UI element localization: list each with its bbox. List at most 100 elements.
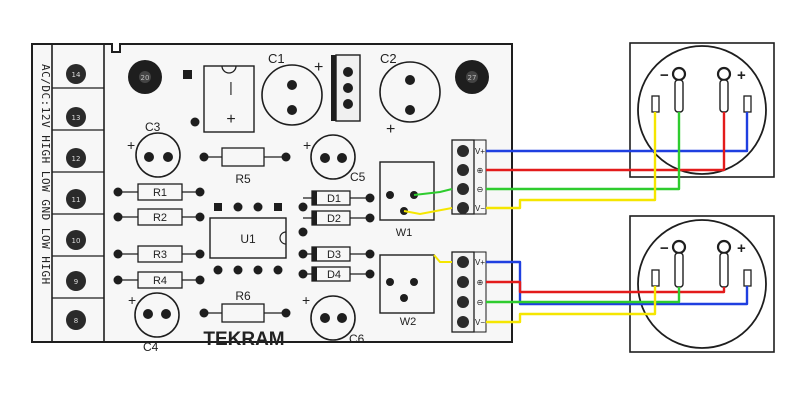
resistor-r3: R3 [113,245,205,263]
d3-label: D3 [327,249,341,261]
terminal-screw-5: 10 [66,230,86,250]
wire-top-blue [486,112,749,153]
wire-top-green [486,112,681,191]
component-c-block: | + [190,65,255,133]
wires [486,112,749,324]
c4-label: C4 [143,340,159,354]
u1-label: U1 [240,232,256,246]
c3-plus-mark: + [127,137,135,153]
c1-label: C1 [268,51,285,66]
wire-w2-wiper-yellow [433,254,452,263]
wire-w1-wiper-yellow [403,207,453,216]
terminal-number: 13 [72,114,81,122]
mount-hole-left: 20 [128,60,162,94]
mount-hole-number: 27 [468,74,477,82]
r2-label: R2 [153,212,167,224]
wire-top-red [486,112,726,172]
terminal-screw-7: 8 [66,310,86,330]
r5-label: R5 [235,172,251,186]
output-connector-top: V+ ⊕ ⊖ V− [451,139,487,215]
square-pad [183,70,192,79]
wiper-wires [403,188,453,263]
resistor-r2: R2 [113,208,205,226]
terminal-screw-2: 13 [66,107,86,127]
c4-plus-mark: + [128,292,136,308]
terminal-number: 10 [72,237,81,245]
d4-label: D4 [327,269,341,281]
c3-label: C3 [145,120,161,134]
w1-label: W1 [396,227,413,239]
top-pin-label: ⊖ [477,185,484,194]
r3-label: R3 [153,249,167,261]
terminal-number: 11 [72,196,81,204]
wire-w1-wiper-green [413,188,453,196]
diode-d4: D4 [298,266,375,282]
resistor-r6: R6 [199,289,291,323]
terminal-screw-3: 12 [66,148,86,168]
wire-bottom-blue [486,260,749,306]
meter-bottom-plus-mark: + [737,240,746,257]
ic-u1: U1 [209,202,308,275]
wire-top-yellow [486,112,657,210]
power-input-label: AC/DC:12V HIGH LOW GND LOW HIGH [39,64,52,285]
bottom-pin-label: ⊖ [477,298,484,307]
pcb-board [31,43,513,343]
w2-label: W2 [400,316,417,328]
c2-plus-mark: + [386,121,395,138]
terminal-number: 14 [72,71,81,79]
d1-label: D1 [327,193,341,205]
terminal-screw-1: 14 [66,64,86,84]
board-outline [31,43,513,343]
diode-d1: D1 [303,190,375,206]
diode-d3: D3 [298,246,375,262]
terminal-screw-6: 9 [66,271,86,291]
wire-bottom-green [486,287,681,304]
terminal-number: 9 [74,278,78,286]
r6-label: R6 [235,289,251,303]
output-connector-bottom: V+ ⊕ ⊖ V− [451,251,487,333]
terminal-number: 12 [72,155,81,163]
top-pin-label: ⊕ [477,166,484,175]
bottom-pin-label: V− [475,318,485,327]
potentiometer-w1: W1 [379,161,435,239]
c6-plus-mark: + [302,292,310,308]
terminal-number: 8 [74,317,78,325]
c6-label: C6 [349,332,365,346]
block-minus-mark: | [229,79,233,95]
capacitor-c2: C2 + [379,51,441,138]
terminal-screw-4: 11 [66,189,86,209]
bottom-pin-label: ⊕ [477,278,484,287]
brand-logo-text: TEKRAM [203,329,284,350]
top-pin-label: V− [475,204,485,213]
wire-bottom-red [486,280,726,294]
r1-label: R1 [153,187,167,199]
c2-label: C2 [380,51,397,66]
d2-label: D2 [327,213,341,225]
c1-plus-mark: + [314,59,323,76]
bottom-pin-label: V+ [475,258,485,267]
wire-bottom-yellow [486,286,657,324]
capacitor-c3: C3 + [127,120,181,178]
mount-hole-right: 27 [455,60,489,94]
upper-cap-plus-mark: + [303,137,311,153]
diode-d2: D2 [303,210,375,226]
meter-bottom: − + [629,215,775,353]
potentiometer-w2: W2 [379,254,435,328]
terminal-block: 14 13 12 11 10 9 8 [51,43,105,343]
capacitor-c4: C4 + [128,292,180,354]
meter-top: − + [629,42,775,178]
meter-top-minus-mark: − [660,67,669,84]
mount-hole-number: 20 [141,74,150,82]
r4-label: R4 [153,275,167,287]
meter-bottom-minus-mark: − [660,240,669,257]
capacitor-upper-right: + [303,134,356,180]
capacitor-c6: C6 + [302,292,365,346]
resistor-r5: R5 [199,147,291,186]
c5-label: C5 [350,170,366,184]
capacitor-c1: C1 + [261,51,323,126]
meter-top-plus-mark: + [737,67,746,84]
resistor-r1: R1 [113,183,205,201]
top-pin-label: V+ [475,147,485,156]
resistor-r4: R4 [113,271,205,289]
